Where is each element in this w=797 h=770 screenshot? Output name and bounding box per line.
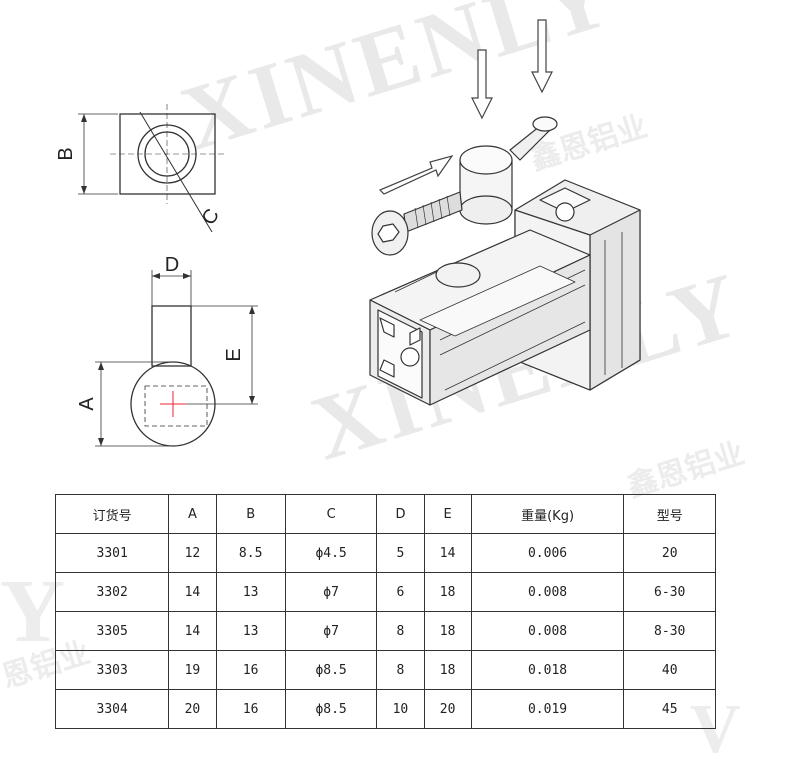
header-weight: 重量(Kg) xyxy=(470,494,625,534)
cell: 0.006 xyxy=(470,533,625,573)
header-b: B xyxy=(215,494,286,534)
label-a: A xyxy=(76,397,98,411)
header-a: A xyxy=(168,494,217,534)
cell: 14 xyxy=(168,611,217,651)
cell: 18 xyxy=(423,611,472,651)
cell: 8 xyxy=(376,611,425,651)
cell: ϕ7 xyxy=(284,611,378,651)
cell: 19 xyxy=(168,650,217,690)
cell: 3301 xyxy=(54,533,170,573)
cell: 3302 xyxy=(54,572,170,612)
table-header-row: 订货号 A B C D E 重量(Kg) 型号 xyxy=(54,494,716,534)
cell: 6 xyxy=(376,572,425,612)
cell: 10 xyxy=(376,689,425,729)
cell: 8 xyxy=(376,650,425,690)
cell: 18 xyxy=(423,650,472,690)
cell: 20 xyxy=(423,689,472,729)
cell: 20 xyxy=(623,533,716,573)
isometric-assembly-illustration xyxy=(369,116,641,406)
cell: 3304 xyxy=(54,689,170,729)
cell: 8-30 xyxy=(623,611,716,651)
label-e: E xyxy=(223,348,245,361)
cell: 13 xyxy=(215,572,286,612)
cell: 45 xyxy=(623,689,716,729)
header-e: E xyxy=(423,494,472,534)
table-row: 3304 20 16 ϕ8.5 10 20 0.019 45 xyxy=(54,689,716,729)
cell: 18 xyxy=(423,572,472,612)
cell: 16 xyxy=(215,689,286,729)
cell: 0.008 xyxy=(470,572,625,612)
header-c: C xyxy=(284,494,378,534)
cell: ϕ8.5 xyxy=(284,689,378,729)
cell: ϕ4.5 xyxy=(284,533,378,573)
cell: 8.5 xyxy=(215,533,286,573)
table-row: 3301 12 8.5 ϕ4.5 5 14 0.006 20 xyxy=(54,533,716,573)
cell: 12 xyxy=(168,533,217,573)
arrow-icon xyxy=(378,19,553,195)
spec-table: 订货号 A B C D E 重量(Kg) 型号 3301 12 8.5 ϕ4.5… xyxy=(54,494,716,729)
cell: 13 xyxy=(215,611,286,651)
header-d: D xyxy=(376,494,425,534)
table-row: 3302 14 13 ϕ7 6 18 0.008 6-30 xyxy=(54,572,716,612)
cell: 0.018 xyxy=(470,650,625,690)
header-order-no: 订货号 xyxy=(54,494,170,534)
table-row: 3305 14 13 ϕ7 8 18 0.008 8-30 xyxy=(54,611,716,651)
cell: 14 xyxy=(423,533,472,573)
side-view-drawing xyxy=(95,270,258,447)
cell: 5 xyxy=(376,533,425,573)
center-mark-icon xyxy=(160,391,186,417)
cell: 14 xyxy=(168,572,217,612)
screw-icon xyxy=(371,191,463,256)
cell: 20 xyxy=(168,689,217,729)
cell: 6-30 xyxy=(623,572,716,612)
label-b: B xyxy=(55,147,77,160)
cell: ϕ7 xyxy=(284,572,378,612)
label-d: D xyxy=(165,254,179,276)
table-row: 3303 19 16 ϕ8.5 8 18 0.018 40 xyxy=(54,650,716,690)
top-view-drawing xyxy=(78,104,225,233)
watermark-partial-y: Y xyxy=(0,562,65,661)
cell: ϕ8.5 xyxy=(284,650,378,690)
label-c: C xyxy=(198,205,224,229)
cell: 3305 xyxy=(54,611,170,651)
cell: 0.008 xyxy=(470,611,625,651)
cell: 16 xyxy=(215,650,286,690)
cell: 0.019 xyxy=(470,689,625,729)
cell: 40 xyxy=(623,650,716,690)
technical-drawing: B C D E A xyxy=(55,19,641,447)
header-model: 型号 xyxy=(623,494,716,534)
cell: 3303 xyxy=(54,650,170,690)
